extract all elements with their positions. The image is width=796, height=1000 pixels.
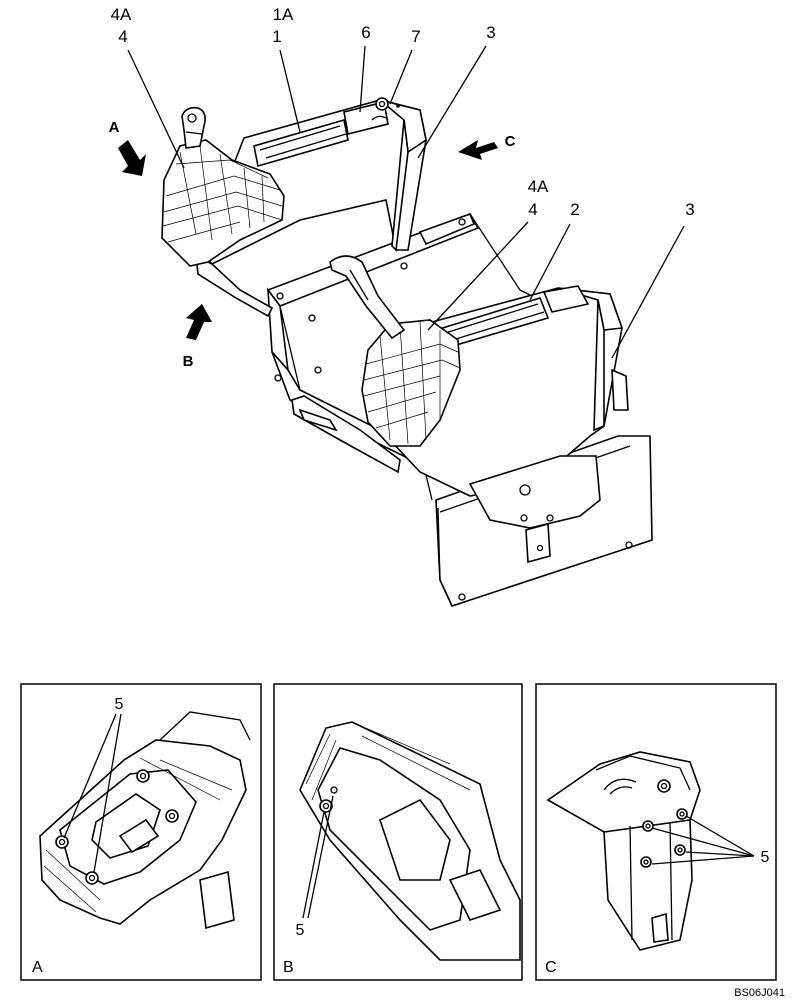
svg-text:3: 3: [685, 200, 694, 219]
svg-text:B: B: [183, 353, 194, 370]
callout-4-top: 4: [118, 27, 185, 169]
detail-panel-b: 5 B: [273, 683, 523, 981]
callout-6: 6: [359, 23, 371, 113]
svg-text:3: 3: [486, 23, 495, 42]
svg-text:4: 4: [118, 27, 127, 46]
callout-4a-top: 4A: [111, 5, 132, 24]
svg-text:A: A: [109, 119, 120, 136]
callout-1a: 1A: [273, 5, 294, 24]
left-console: [161, 97, 427, 318]
callout-4-mid: 4: [427, 200, 538, 331]
callout-4a-mid: 4A: [528, 177, 549, 196]
view-arrow-c: C: [458, 133, 516, 160]
detail-c-label: C: [545, 959, 557, 976]
svg-text:4: 4: [528, 200, 537, 219]
callout-3-mid: 3: [611, 200, 695, 359]
callout-3-top: 3: [417, 23, 496, 159]
callout-2: 2: [529, 200, 580, 301]
svg-text:2: 2: [570, 200, 579, 219]
svg-text:4A: 4A: [528, 177, 549, 196]
callout-7: 7: [389, 27, 421, 105]
detail-panel-a: 5 A: [20, 683, 262, 981]
detail-panel-c: 5 C: [535, 683, 777, 981]
svg-text:7: 7: [411, 27, 420, 46]
detail-b-label: B: [283, 959, 294, 976]
callout-1: 1: [272, 27, 301, 133]
right-console: [329, 255, 629, 529]
detail-a-callout: 5: [115, 696, 124, 713]
detail-b-callout: 5: [296, 922, 305, 939]
svg-text:C: C: [505, 133, 516, 150]
svg-text:4A: 4A: [111, 5, 132, 24]
detail-a-label: A: [32, 959, 43, 976]
svg-text:6: 6: [361, 23, 370, 42]
detail-c-callout: 5: [761, 849, 770, 866]
view-arrow-a: A: [109, 119, 146, 176]
svg-text:1: 1: [272, 27, 281, 46]
view-arrow-b: B: [183, 304, 212, 370]
svg-text:1A: 1A: [273, 5, 294, 24]
drawing-code: BS06J041: [734, 987, 785, 999]
